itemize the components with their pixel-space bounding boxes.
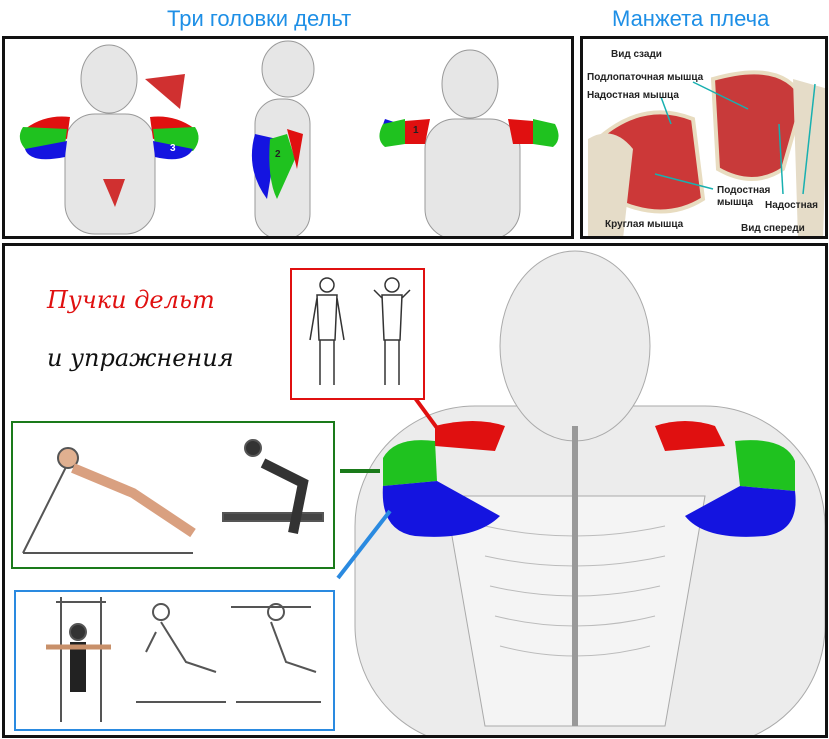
label-infraspinatus-2: мышца — [717, 197, 754, 208]
head-number-3: 3 — [170, 143, 176, 154]
middle-delt-exercise-box — [11, 421, 335, 569]
rotator-cuff-panel: Вид сзади Подлопаточная мышца Надостная … — [580, 36, 828, 239]
head-number-2: 2 — [275, 149, 281, 160]
deltoid-heads-illustration — [19, 40, 559, 236]
rear-delt-fly-figures — [46, 597, 321, 722]
label-infraspinatus-1: Подостная — [717, 185, 771, 196]
front-raise-figures — [309, 277, 411, 385]
heading-deltoid-bundles: Пучки дельт — [47, 286, 215, 314]
rotator-cuff-illustration — [588, 70, 825, 236]
label-front-view: Вид спереди — [741, 223, 805, 234]
heading-and-exercises: и упражнения — [47, 344, 234, 372]
skeleton-back-illustration — [336, 250, 825, 735]
exercises-panel: Пучки дельт и упражнения — [2, 243, 828, 738]
rotator-cuff-title: Манжета плеча — [612, 6, 770, 31]
rear-delt-exercise-box — [14, 590, 335, 731]
label-subscapularis: Подлопаточная мышца — [587, 72, 704, 83]
front-delt-exercise-box — [290, 268, 425, 400]
lateral-raise-figures — [22, 439, 324, 554]
three-heads-title: Три головки дельт — [167, 6, 352, 31]
label-back-view: Вид сзади — [611, 49, 662, 60]
label-supraspinatus-short: Надостная — [765, 200, 819, 211]
label-supraspinatus: Надостная мышца — [587, 90, 679, 101]
three-heads-panel: 1 2 3 — [2, 36, 574, 239]
head-number-1: 1 — [413, 125, 419, 136]
label-teres: Круглая мышца — [605, 219, 684, 230]
